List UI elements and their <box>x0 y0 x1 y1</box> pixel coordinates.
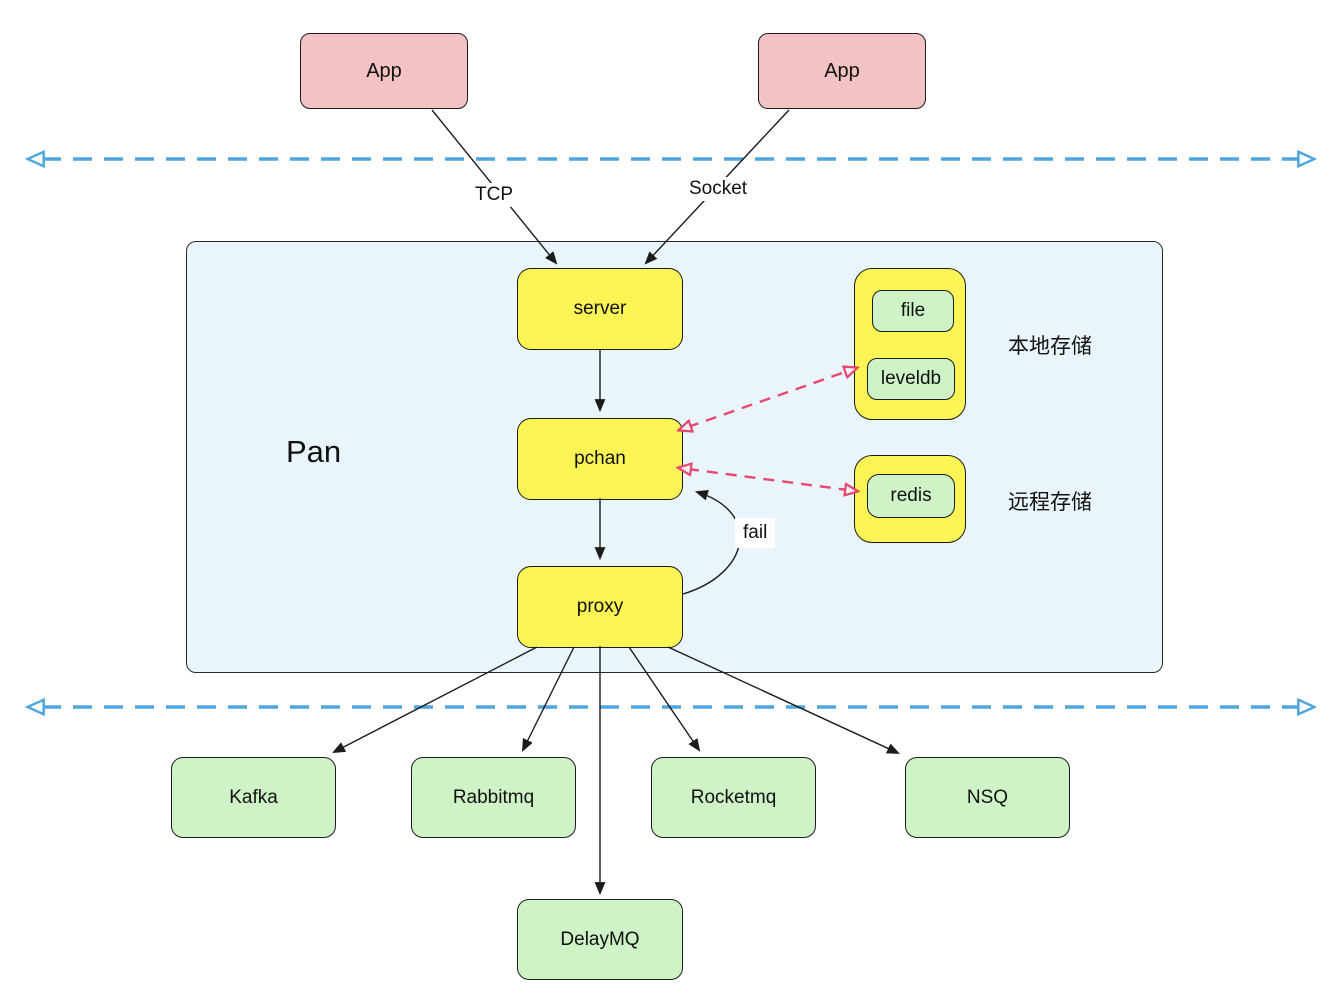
remote-storage-caption: 远程存储 <box>1008 491 1092 514</box>
redis-node-label: redis <box>890 485 932 506</box>
file-node: file <box>872 290 954 332</box>
local-storage-group: file leveldb <box>854 268 966 420</box>
pan-title: Pan <box>286 434 342 469</box>
pchan-node: pchan <box>517 418 683 500</box>
nsq-node-label: NSQ <box>966 786 1009 808</box>
socket-edge-label: Socket <box>684 177 753 201</box>
app-node-2: App <box>758 33 926 109</box>
proxy-node-label: proxy <box>576 596 624 617</box>
rocketmq-node-label: Rocketmq <box>690 786 777 808</box>
kafka-node: Kafka <box>171 757 336 838</box>
delaymq-node-label: DelayMQ <box>560 928 640 950</box>
rabbitmq-node-label: Rabbitmq <box>452 786 535 808</box>
pchan-node-label: pchan <box>574 448 626 469</box>
kafka-node-label: Kafka <box>229 786 278 808</box>
app-node-2-label: App <box>824 59 860 82</box>
delaymq-node: DelayMQ <box>517 899 683 980</box>
server-node: server <box>517 268 683 350</box>
nsq-node: NSQ <box>905 757 1070 838</box>
rocketmq-node: Rocketmq <box>651 757 816 838</box>
app-node-1-label: App <box>366 59 402 82</box>
local-storage-caption: 本地存储 <box>1008 335 1092 358</box>
app-node-1: App <box>300 33 468 109</box>
file-node-label: file <box>900 300 926 321</box>
fail-edge-label: fail <box>735 518 776 548</box>
server-node-label: server <box>573 298 627 319</box>
leveldb-node-label: leveldb <box>880 368 942 389</box>
remote-storage-group: redis <box>854 455 966 543</box>
leveldb-node: leveldb <box>867 358 955 400</box>
proxy-node: proxy <box>517 566 683 648</box>
redis-node: redis <box>867 474 955 518</box>
rabbitmq-node: Rabbitmq <box>411 757 576 838</box>
tcp-edge-label: TCP <box>470 183 518 207</box>
